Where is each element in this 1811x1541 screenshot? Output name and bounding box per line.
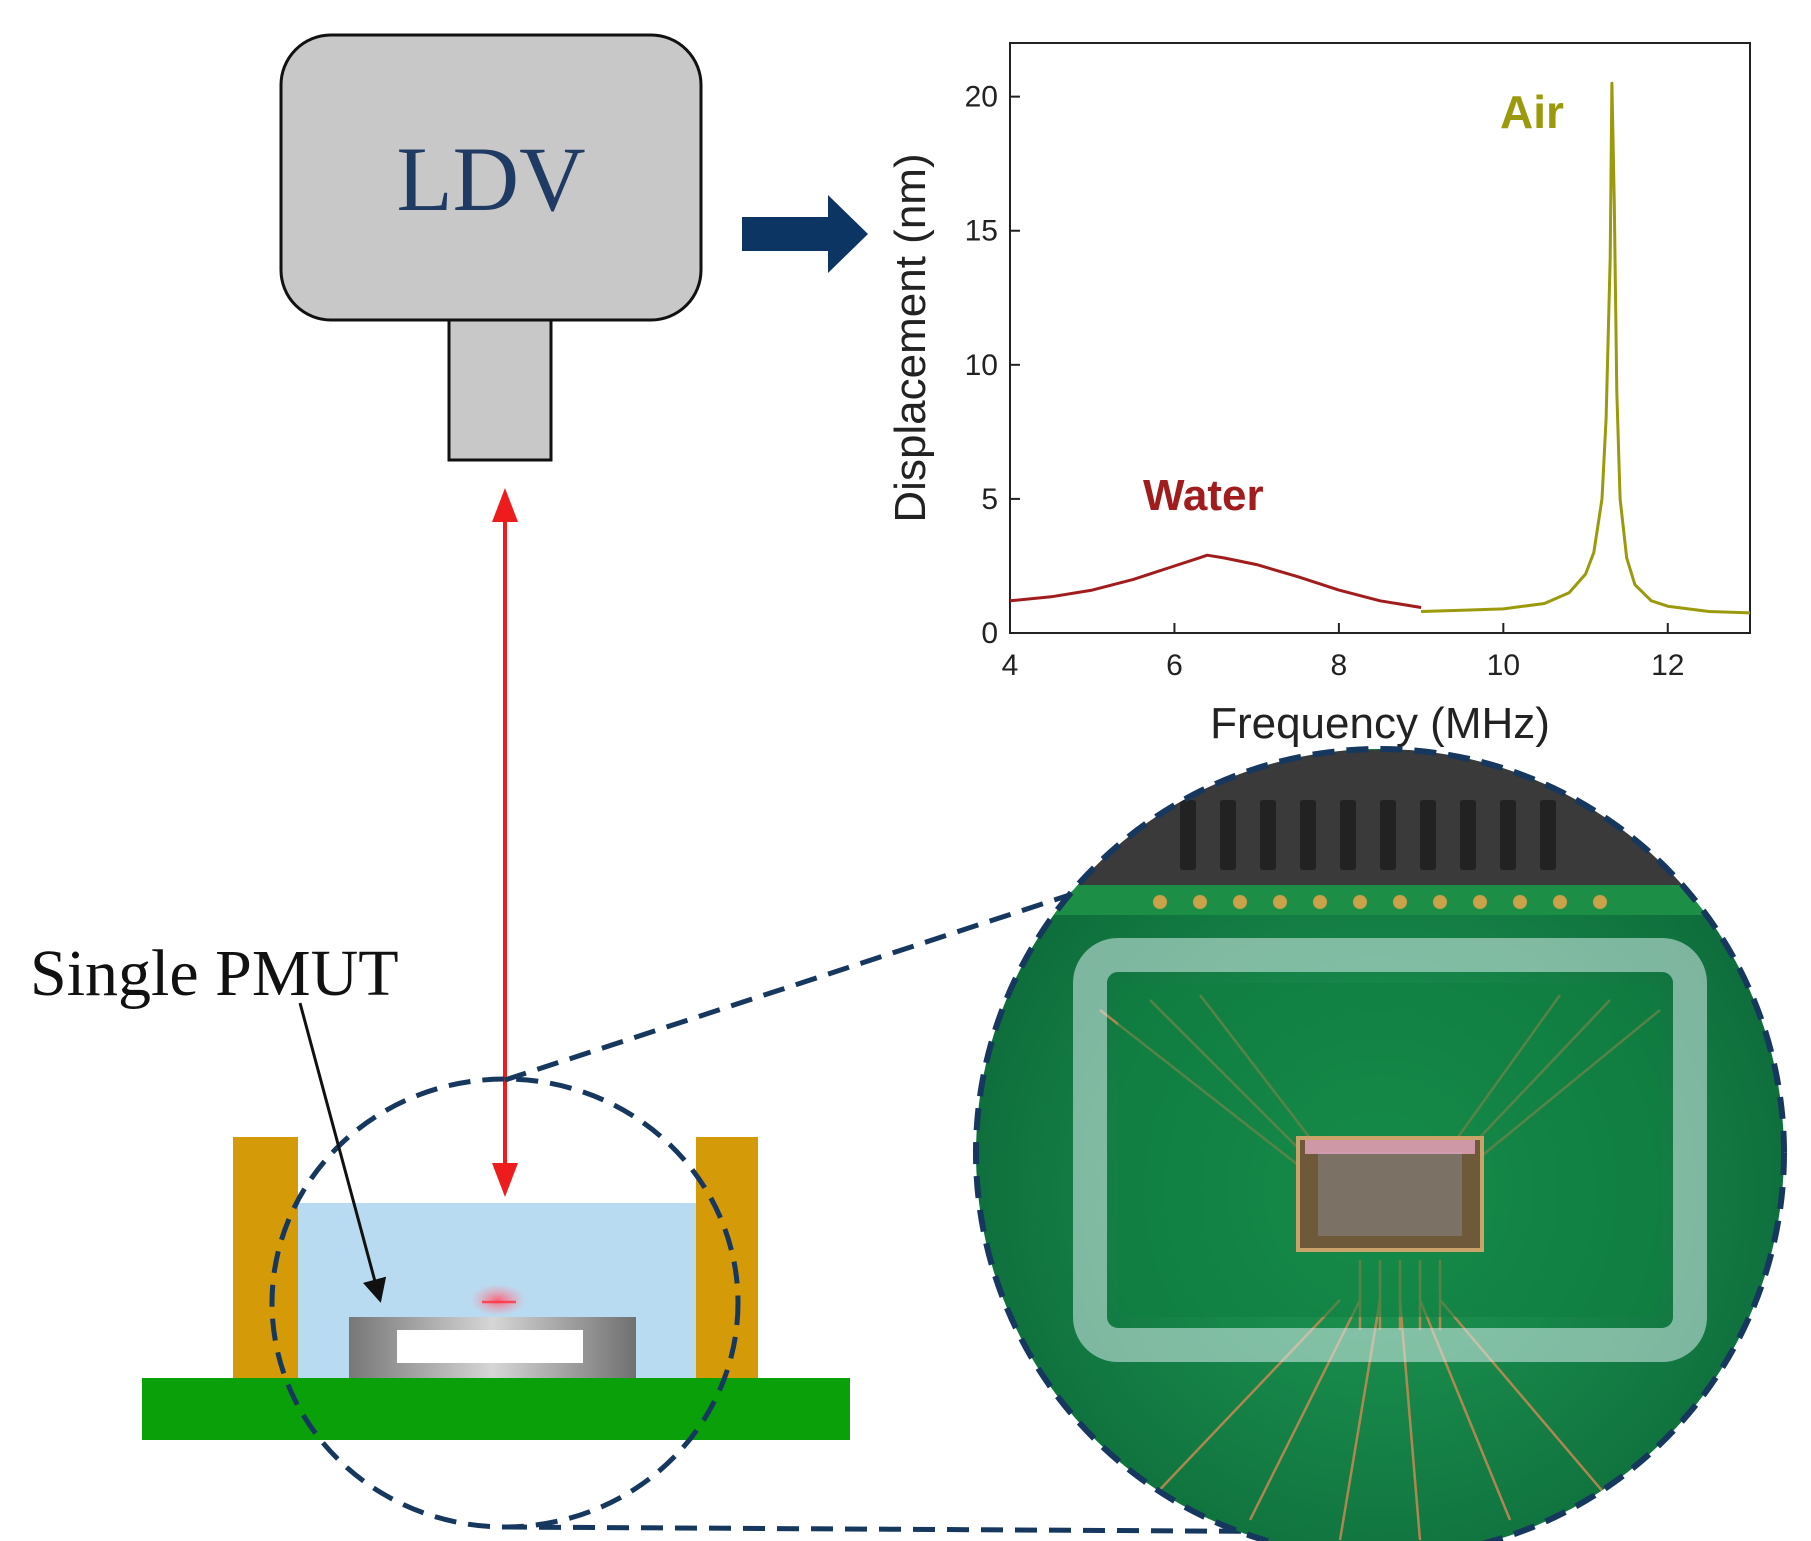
x-tick-label: 6 [1166, 649, 1183, 682]
zoom-connector-top [504, 882, 1101, 1083]
zoom-connector-bottom [504, 1524, 1369, 1535]
x-axis-label: Frequency (MHz) [1210, 699, 1550, 748]
laser-beam-arrow [492, 488, 518, 1197]
y-tick-label: 5 [981, 483, 998, 516]
device-cross-section [142, 1076, 850, 1530]
ldv-probe [447, 318, 553, 462]
ldv-instrument: LDV [279, 33, 703, 462]
pmut-label: Single PMUT [30, 937, 399, 1010]
zoom-circle-large [973, 746, 1787, 1541]
series-label-air: Air [1500, 86, 1564, 138]
device-photo-inset [973, 746, 1787, 1541]
series-line-air [1421, 81, 1751, 615]
plot-frame [1009, 42, 1751, 634]
y-tick-label: 10 [965, 349, 998, 382]
x-tick-label: 8 [1331, 649, 1348, 682]
y-tick-label: 15 [965, 215, 998, 248]
y-axis-ticks: 0 5 10 15 20 [965, 81, 1020, 650]
y-axis-label: Displacement (nm) [886, 153, 935, 522]
ldv-label: LDV [396, 128, 585, 230]
x-axis-ticks: 4 6 8 10 12 [1002, 623, 1684, 682]
frequency-response-chart: 4 6 8 10 12 0 5 10 15 20 Water Air Frequency (MH… [886, 42, 1751, 748]
x-tick-label: 4 [1002, 649, 1019, 682]
output-arrow-icon [742, 195, 868, 273]
series-label-water: Water [1143, 471, 1264, 520]
y-tick-label: 0 [981, 617, 998, 650]
series-line-water [1009, 553, 1422, 609]
left-wall [233, 1137, 298, 1378]
right-wall [696, 1137, 758, 1378]
pmut-cavity [397, 1330, 583, 1363]
pcb-substrate [142, 1378, 850, 1440]
y-tick-label: 20 [965, 81, 998, 114]
laser-spot [470, 1284, 526, 1316]
pmut-pointer-arrow [298, 1002, 387, 1303]
x-tick-label: 12 [1651, 649, 1684, 682]
x-tick-label: 10 [1487, 649, 1520, 682]
